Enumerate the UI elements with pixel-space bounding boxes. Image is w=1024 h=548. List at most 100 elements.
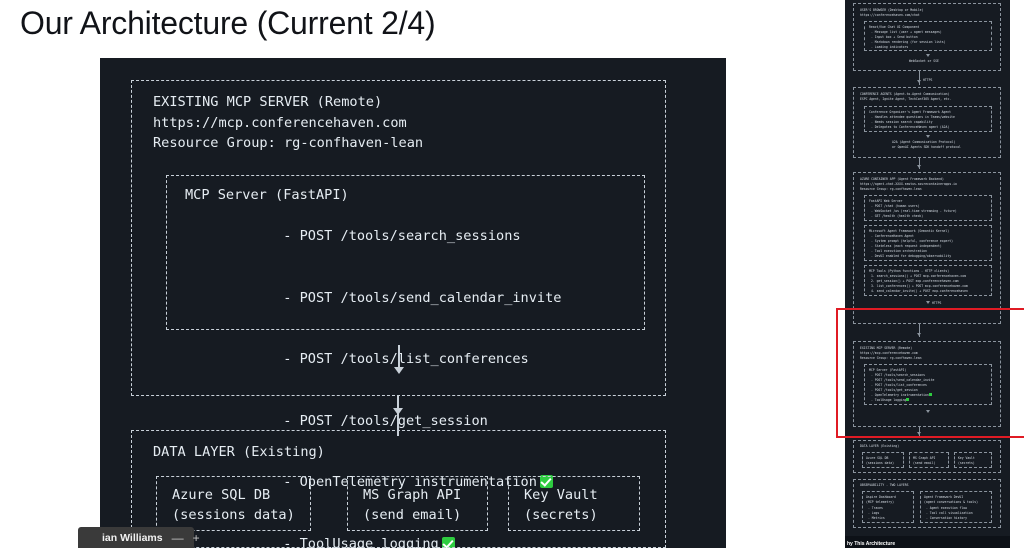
tool-list-item-label: - POST /tools/send_calendar_invite bbox=[283, 289, 562, 306]
connector-arrow-icon bbox=[393, 408, 403, 415]
minimap-arrow-icon bbox=[917, 80, 921, 83]
minimap-data-box-line1: Key Vault bbox=[958, 456, 975, 460]
minimap-data-box-line2: (secrets) bbox=[958, 461, 975, 465]
check-mark-icon bbox=[539, 475, 553, 488]
minimap-inner-box: Microsoft Agent Framework (Semantic Kern… bbox=[864, 225, 992, 261]
minimap-inner-item: - POST /tools/list_conferences bbox=[871, 383, 927, 387]
minimap-inner-item: - ToolUsage logging bbox=[871, 398, 910, 403]
minimap-subheading: https://mcp.conferencehaven.com bbox=[860, 351, 918, 355]
minimap-inner-item: - Needs session search capability bbox=[871, 120, 933, 124]
minimap-section-users-browser[interactable]: USER'S BROWSER (Desktop or Mobile) https… bbox=[853, 3, 1001, 71]
data-layer-box-line1: MS Graph API bbox=[363, 487, 462, 503]
minimap-obs-subheading: (agent conversations & tools) bbox=[924, 500, 979, 504]
minimap-obs-item: - Traces bbox=[868, 506, 883, 510]
minimap-inner-heading: Microsoft Agent Framework (Semantic Kern… bbox=[869, 229, 950, 233]
minimap-inner-item: - Stateless (each request independent) bbox=[871, 244, 942, 248]
minimap-connector-label-2: or OpenAI Agents SDK handoff protocol bbox=[892, 145, 961, 149]
minimap-section-data-layer[interactable]: DATA LAYER (Existing) Azure SQL DB (sess… bbox=[853, 440, 1001, 473]
minimap-heading: AZURE CONTAINER APP (Agent Framework Bac… bbox=[860, 177, 944, 181]
tool-list-item: - POST /tools/get_session bbox=[185, 390, 561, 452]
minimap-inner-item: - POST /tools/search_sessions bbox=[871, 373, 926, 377]
minimap-subheading-2: Resource Group: rg-confhaven-lean bbox=[860, 356, 922, 360]
data-layer-box-line2: (send email) bbox=[363, 507, 462, 523]
tool-list-item-label: - POST /tools/list_conferences bbox=[283, 351, 529, 367]
minimap-obs-item: - Conversation history bbox=[926, 516, 967, 520]
mcp-server-tool-list: - POST /tools/search_sessions - POST /to… bbox=[185, 206, 561, 548]
minimap-inner-item: 3. list_conferences() + POST mcp.confere… bbox=[871, 284, 968, 288]
mcp-server-fastapi-box: MCP Server (FastAPI) - POST /tools/searc… bbox=[166, 175, 645, 548]
minimap-inner-item: - System prompt (helpful, conference exp… bbox=[871, 239, 953, 243]
data-layer-box: Key Vault (secrets) bbox=[508, 476, 640, 531]
minus-icon[interactable]: — bbox=[171, 530, 184, 545]
minimap-inner-item: 2. get_session() + POST mcp.conferenceha… bbox=[871, 279, 959, 283]
minimap-section-conference-agents[interactable]: CONFERENCE AGENTS (Agent-to-Agent Commun… bbox=[853, 87, 1001, 158]
minimap-obs-item: - Agent execution flow bbox=[926, 506, 967, 510]
minimap-inner-item-label: - OpenTelemetry instrumentation bbox=[871, 393, 929, 397]
minimap-bottom-bar bbox=[845, 536, 1010, 548]
minimap-inner-item: - Handles attendee questions in Teams/we… bbox=[871, 115, 955, 119]
tool-list-item: - POST /tools/search_sessions bbox=[185, 206, 561, 268]
minimap-connector-label: HTTPS bbox=[932, 301, 942, 305]
tool-list-item-label: - OpenTelemetry instrumentation bbox=[283, 474, 537, 490]
minimap-arrow-icon bbox=[917, 165, 921, 168]
existing-mcp-server-url: https://mcp.conferencehaven.com bbox=[153, 114, 407, 131]
minimap-inner-item: - Tool execution orchestration bbox=[871, 249, 927, 253]
minimap-inner-item: - ConferenceHaven Agent bbox=[871, 234, 914, 238]
existing-mcp-server-section: EXISTING MCP SERVER (Remote) https://mcp… bbox=[131, 80, 666, 548]
minimap-subheading: https://agent-chat-XXXX.eastus.azurecont… bbox=[860, 182, 957, 186]
check-mark-icon bbox=[906, 398, 910, 401]
minimap-section-observability[interactable]: OBSERVABILITY - TWO LAYERS Aspire Dashbo… bbox=[853, 479, 1001, 528]
minimap-inner-item: - Markdown rendering (for session lists) bbox=[871, 40, 946, 44]
minimap-inner-item-label: - ToolUsage logging bbox=[871, 398, 907, 402]
minimap-inner-heading: Conference Organizer's Agent Framework A… bbox=[869, 110, 951, 114]
minimap-inner-box: React/Vue Chat UI Component - Message li… bbox=[864, 21, 992, 51]
minimap-obs-heading: Aspire Dashboard bbox=[866, 495, 896, 499]
data-layer-box-line1: Key Vault bbox=[524, 487, 598, 503]
minimap-data-box-line2: (send email) bbox=[913, 461, 936, 465]
minimap-inner-heading: MCP Tools (Python functions - HTTP clien… bbox=[869, 269, 950, 273]
minimap-inner-item: 1. search_sessions() + POST mcp.conferen… bbox=[871, 274, 966, 278]
minimap-connector-line bbox=[919, 71, 920, 85]
minimap-obs-subheading: (MCP telemetry) bbox=[866, 500, 894, 504]
connector-line bbox=[397, 396, 399, 436]
minimap-data-box: MS Graph API (send email) bbox=[909, 452, 949, 468]
minimap-section-azure-container-app[interactable]: AZURE CONTAINER APP (Agent Framework Bac… bbox=[853, 172, 1001, 324]
minimap-data-box: Azure SQL DB (sessions data) bbox=[862, 452, 904, 468]
minimap-connector-line bbox=[919, 324, 920, 337]
minimap-observability-box: Agent Framework DevUI (agent conversatio… bbox=[920, 491, 992, 523]
minimap-heading: OBSERVABILITY - TWO LAYERS bbox=[860, 483, 909, 487]
minimap-arrow-icon bbox=[926, 410, 930, 413]
minimap-inner-item: - POST /chat (human users) bbox=[871, 204, 920, 208]
minimap-data-box: Key Vault (secrets) bbox=[954, 452, 992, 468]
minimap-inner-box: FastAPI Web Server - POST /chat (human u… bbox=[864, 195, 992, 221]
connector-line bbox=[398, 345, 400, 369]
minimap-inner-item: - Message list (user + agent messages) bbox=[871, 30, 942, 34]
minimap-connector-line bbox=[919, 427, 920, 436]
presenter-chip[interactable]: ian Williams — + bbox=[78, 527, 200, 548]
minimap-inner-item: - Delegates to ConferenceHaven agent (A2… bbox=[871, 125, 950, 129]
minimap-arrow-icon bbox=[917, 333, 921, 336]
minimap-subheading: ESPC Agent, Ignite Agent, TechConf365 Ag… bbox=[860, 97, 952, 101]
minimap-inner-item: - POST /tools/get_session bbox=[871, 388, 918, 392]
minimap-caption: hy This Architecture bbox=[847, 541, 896, 547]
minimap-inner-item: - GET /health (health check) bbox=[871, 214, 924, 218]
data-layer-box: MS Graph API (send email) bbox=[347, 476, 488, 531]
minimap-arrow-icon bbox=[917, 432, 921, 435]
plus-icon[interactable]: + bbox=[192, 530, 200, 545]
data-layer-box-line2: (sessions data) bbox=[172, 507, 295, 523]
data-layer-box-line2: (secrets) bbox=[524, 507, 598, 523]
minimap-connector-label: HTTPS bbox=[923, 78, 933, 82]
minimap-inner-item: - POST /tools/send_calendar_invite bbox=[871, 378, 935, 382]
minimap-inner-item: 4. send_calendar_invite() + POST mcp.con… bbox=[871, 289, 968, 293]
minimap-inner-item: - DevUI enabled for debugging/observabil… bbox=[871, 254, 952, 258]
minimap-obs-heading: Agent Framework DevUI bbox=[924, 495, 964, 499]
minimap-heading: EXISTING MCP SERVER (Remote) bbox=[860, 346, 913, 350]
tool-list-item: - ToolUsage logging bbox=[185, 513, 561, 548]
mcp-server-fastapi-heading: MCP Server (FastAPI) bbox=[185, 187, 349, 203]
connector-arrow-icon bbox=[394, 367, 404, 374]
minimap-heading: DATA LAYER (Existing) bbox=[860, 444, 900, 448]
minimap-section-existing-mcp-server[interactable]: EXISTING MCP SERVER (Remote) https://mcp… bbox=[853, 341, 1001, 427]
slide-overview-minimap[interactable]: USER'S BROWSER (Desktop or Mobile) https… bbox=[845, 0, 1010, 548]
minimap-heading: USER'S BROWSER (Desktop or Mobile) bbox=[860, 8, 924, 12]
minimap-inner-box: MCP Server (FastAPI) - POST /tools/searc… bbox=[864, 364, 992, 405]
